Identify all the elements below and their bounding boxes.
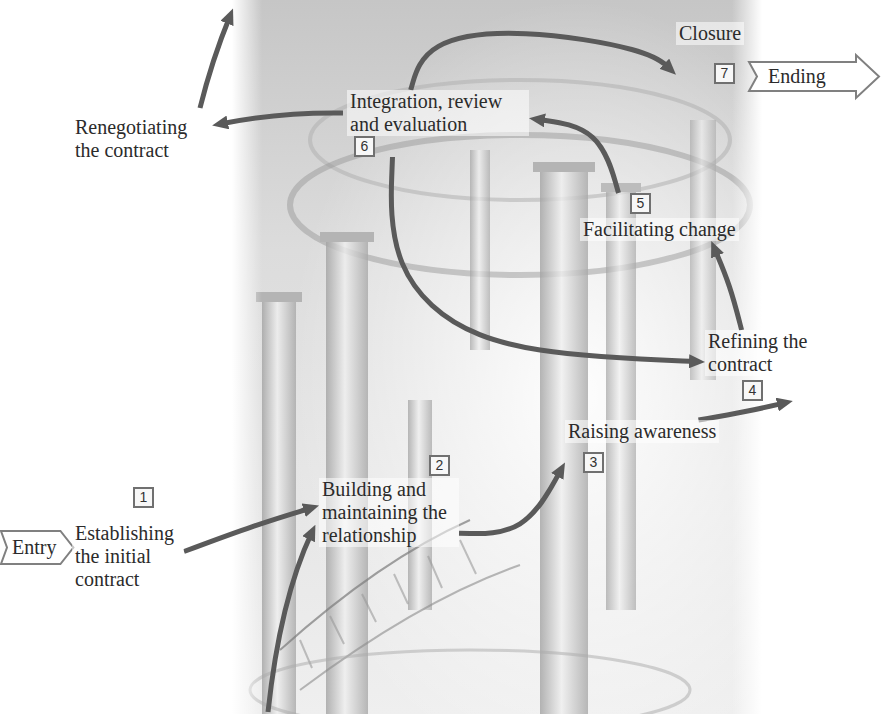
gallery-ring (310, 80, 730, 200)
floor-ring (250, 650, 690, 714)
stair-rail (300, 565, 520, 690)
stage-label: Facilitating change (580, 218, 739, 241)
stage-node: 5Facilitating change (580, 193, 755, 241)
photo-ground (232, 0, 762, 714)
incoming-arrow (268, 532, 312, 712)
block-arrow: Ending (748, 54, 880, 99)
stage-label: Closure (676, 22, 744, 45)
stage-node: Closure 7 (676, 22, 744, 84)
column (326, 240, 368, 714)
column (470, 150, 490, 350)
side-label: Renegotiating the contract (72, 116, 208, 162)
step-number: 5 (630, 193, 651, 214)
step-number: 4 (742, 380, 763, 401)
step-number: 6 (354, 136, 375, 157)
step-number: 2 (429, 455, 450, 476)
step-number: 1 (133, 487, 154, 508)
photo-edge (232, 0, 262, 714)
column-capital (601, 183, 641, 192)
column (606, 190, 636, 610)
flow-arrow (391, 157, 697, 362)
column-capital (320, 232, 374, 242)
stage-label: Establishing the initial contract (72, 522, 184, 591)
stage-label: Refining the contract (705, 330, 827, 376)
arrow-label: Ending (768, 65, 850, 88)
step-number: 3 (583, 452, 604, 473)
block-arrow: Entry (0, 530, 74, 565)
flow-arrow (411, 33, 671, 90)
stage-node: 3 Raising awareness (565, 420, 743, 473)
stage-node: 4 Refining the contract (705, 330, 827, 401)
column-capital (533, 162, 595, 172)
renegotiate-arrow (220, 113, 343, 124)
flow-arrow (184, 508, 311, 552)
flow-arrow (459, 469, 561, 533)
photo-light (232, 0, 762, 714)
flow-arrow (537, 119, 619, 193)
column (262, 300, 296, 714)
step-number: 7 (714, 63, 735, 84)
stage-node: 2Building and maintaining the relationsh… (319, 455, 459, 547)
exit-up-arrow (200, 16, 230, 108)
stage-node: 1Establishing the initial contract (72, 487, 184, 591)
flow-arrow (714, 248, 741, 330)
stage-label: Integration, review and evaluation (347, 90, 529, 136)
stage-label: Building and maintaining the relationshi… (319, 478, 459, 547)
stage-node: 6Integration, review and evaluation (347, 90, 529, 157)
stage-label: Raising awareness (565, 420, 719, 443)
flow-arrow (699, 403, 786, 420)
arrow-label: Entry (12, 536, 56, 559)
arrow-outline (749, 55, 879, 98)
column-capital (256, 292, 302, 302)
arrow-outline (1, 531, 73, 564)
